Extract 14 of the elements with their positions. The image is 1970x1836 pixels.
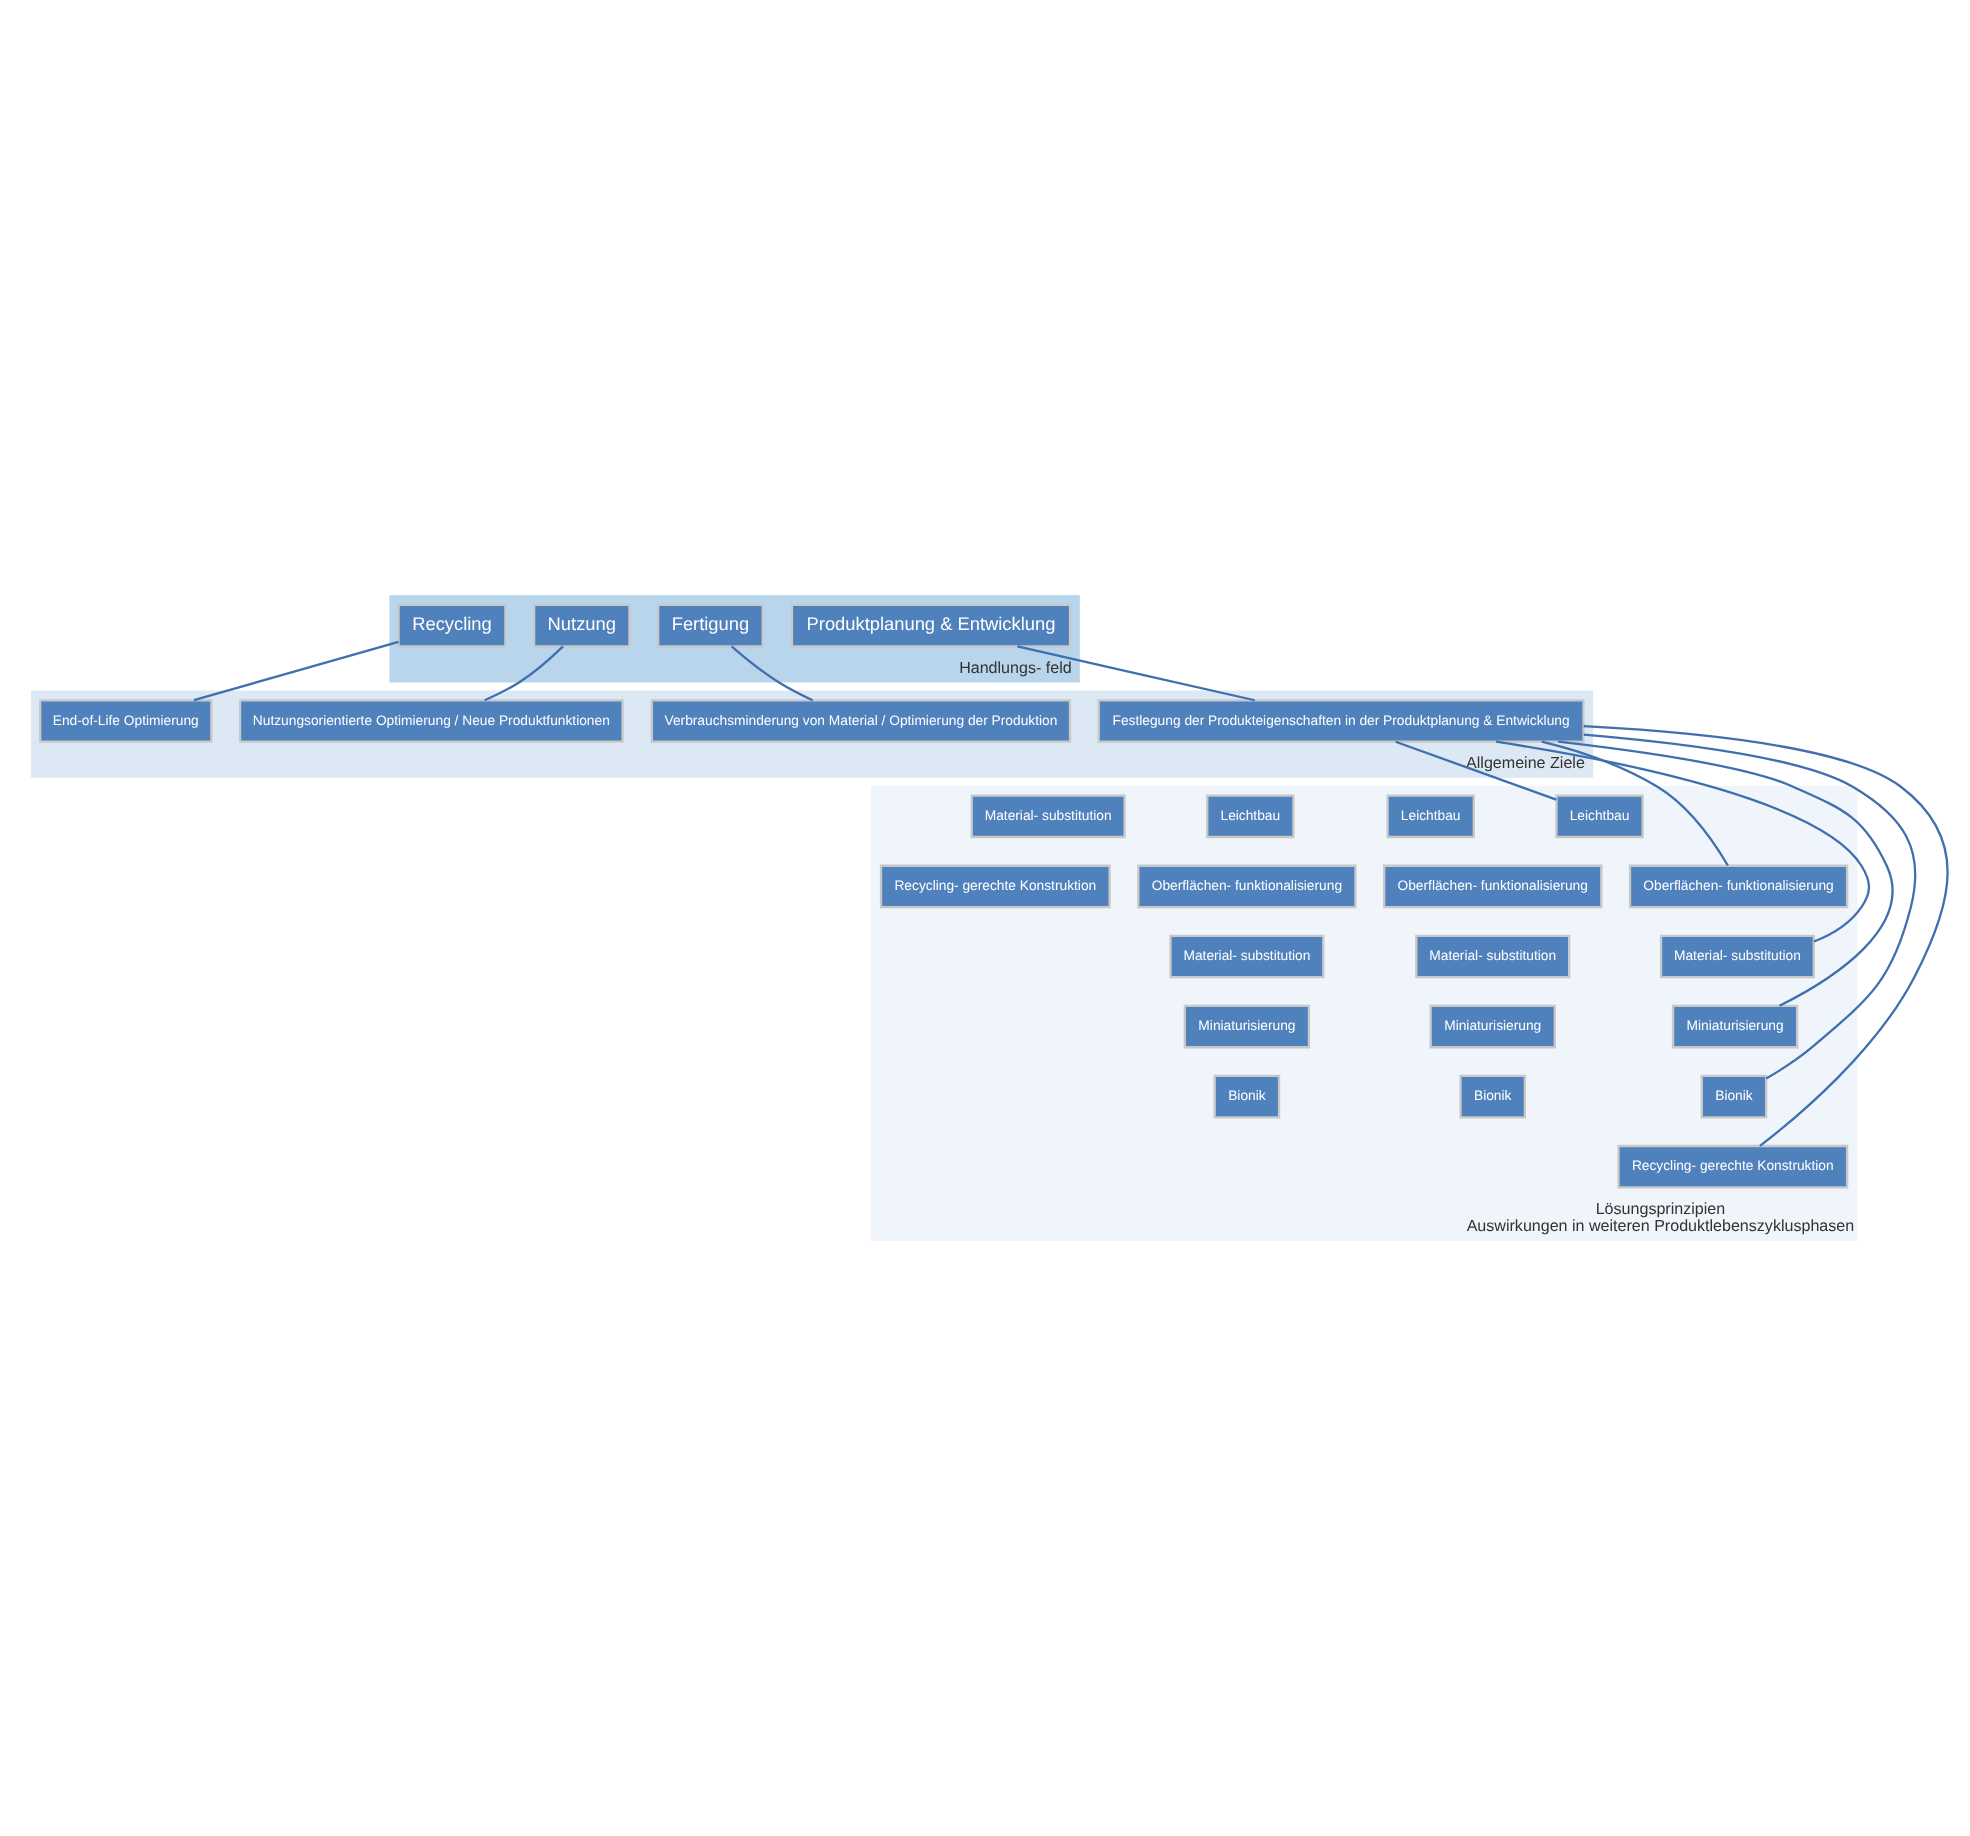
node-box: Recycling [397,603,507,648]
connector [1583,725,1949,1147]
node-box: Nutzung [532,603,631,648]
connector [1558,740,1894,1007]
connector [193,640,399,702]
node-box: Fertigung [657,603,764,648]
connector [1583,733,1917,1080]
connector [1541,740,1729,867]
connector [730,645,814,702]
connector [484,645,564,702]
connector [1395,740,1557,801]
connector [1495,740,1870,943]
connector [1017,645,1255,702]
node-box: Produktplanung & Entwicklung [790,603,1072,648]
